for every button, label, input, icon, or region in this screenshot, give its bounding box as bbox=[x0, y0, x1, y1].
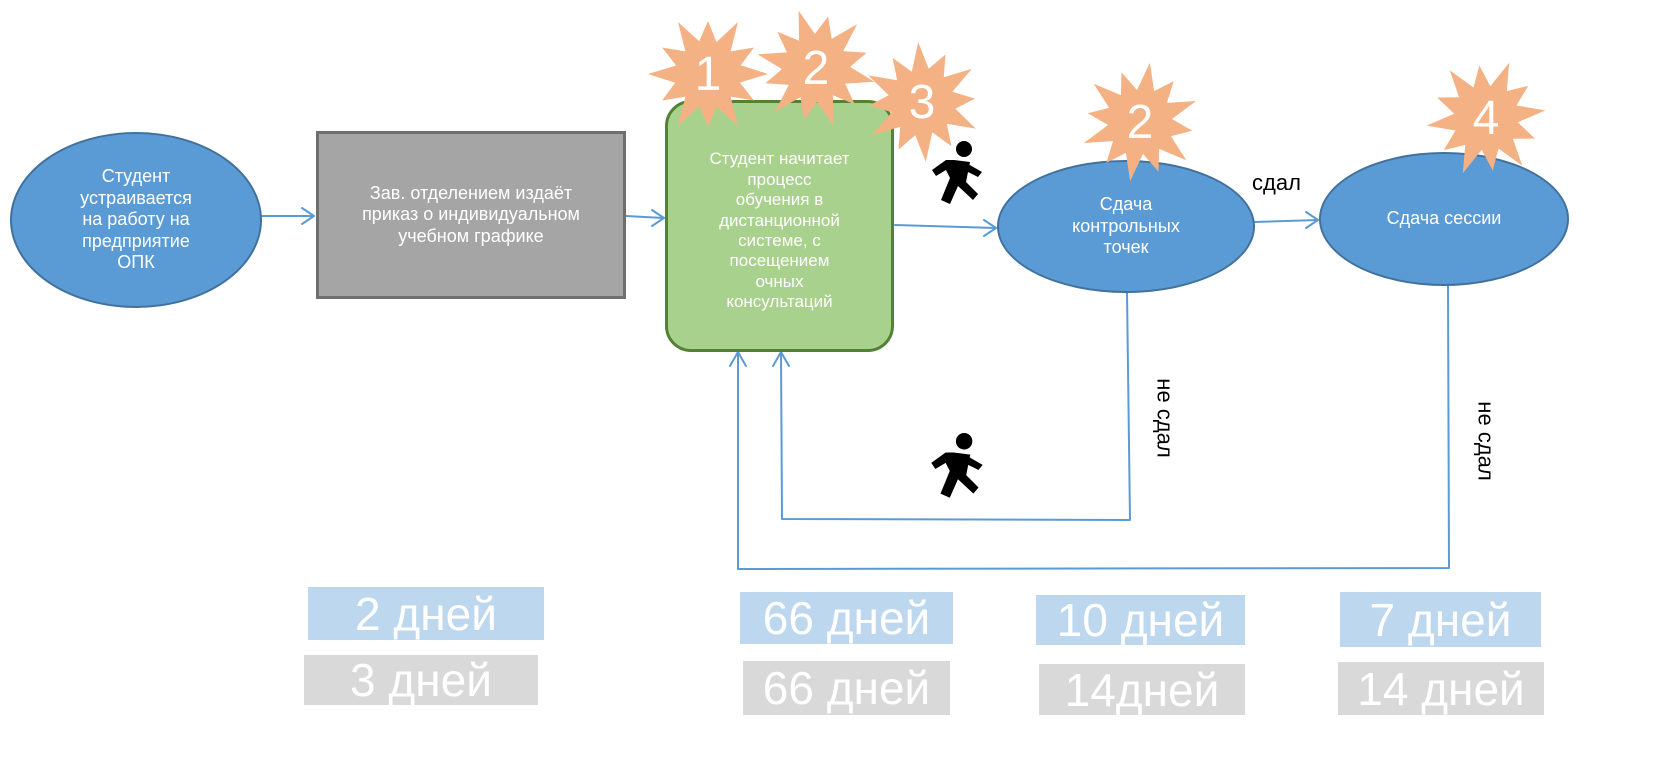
burst-shape bbox=[648, 21, 768, 127]
duration-session-b: 14 дней bbox=[1338, 662, 1544, 715]
duration-order-b: 3 дней bbox=[304, 654, 538, 706]
burst-number: 1 bbox=[694, 47, 722, 101]
burst-shape bbox=[757, 10, 875, 126]
duration-control-b: 14дней bbox=[1039, 664, 1245, 716]
duration-control-a: 10 дней bbox=[1036, 594, 1245, 646]
arrowhead bbox=[983, 219, 997, 237]
connector-session-failed-loop bbox=[737, 285, 1450, 570]
connector-control-failed-loop bbox=[780, 291, 1131, 521]
burst-star bbox=[1083, 62, 1197, 182]
burst-number: 3 bbox=[908, 75, 936, 129]
burst-badge-control: 2 bbox=[1080, 62, 1200, 182]
burst-star bbox=[1426, 62, 1546, 174]
node-session: Сдача сессии bbox=[1319, 152, 1569, 286]
duration-order-a: 2 дней bbox=[308, 587, 544, 640]
arrowhead bbox=[301, 207, 315, 225]
burst-star bbox=[648, 21, 768, 127]
arrowhead bbox=[729, 351, 747, 367]
duration-session-a: 7 дней bbox=[1340, 592, 1541, 647]
arrowhead bbox=[651, 209, 665, 227]
burst-star bbox=[868, 42, 976, 162]
burst-star bbox=[757, 10, 875, 126]
burst-badge-session: 4 bbox=[1426, 58, 1546, 178]
burst-number: 2 bbox=[1126, 95, 1154, 149]
running-person-icon bbox=[932, 141, 982, 204]
edge-label-passed: сдал bbox=[1252, 170, 1301, 195]
burst-shape bbox=[1083, 62, 1197, 182]
duration-learning-b: 66 дней bbox=[743, 661, 950, 715]
node-order: Зав. отделением издаёт приказ о индивиду… bbox=[316, 131, 626, 299]
burst-badge-1: 1 bbox=[648, 14, 768, 134]
connector-control-to-session bbox=[1254, 219, 1319, 223]
burst-badge-3: 3 bbox=[862, 42, 982, 162]
node-learning: Студент начитает процесс обучения в дист… bbox=[665, 100, 894, 352]
edge-label-failed-control: не сдал bbox=[1152, 378, 1178, 458]
duration-learning-a: 66 дней bbox=[740, 592, 953, 644]
burst-shape bbox=[1426, 62, 1546, 174]
burst-shape bbox=[868, 42, 976, 162]
edge-label-failed-session: не сдал bbox=[1473, 401, 1499, 481]
burst-badge-2: 2 bbox=[756, 8, 876, 128]
connector-order-to-learning bbox=[625, 215, 665, 219]
connector-learning-to-control bbox=[894, 224, 997, 229]
arrowhead bbox=[772, 351, 790, 367]
node-control-points: Сдача контрольных точек bbox=[997, 160, 1255, 293]
burst-number: 2 bbox=[802, 41, 830, 95]
burst-number: 4 bbox=[1472, 91, 1500, 145]
arrowhead bbox=[1305, 211, 1319, 229]
running-person-icon bbox=[931, 433, 983, 498]
node-student-employment: Студент устраивается на работу на предпр… bbox=[10, 132, 262, 308]
